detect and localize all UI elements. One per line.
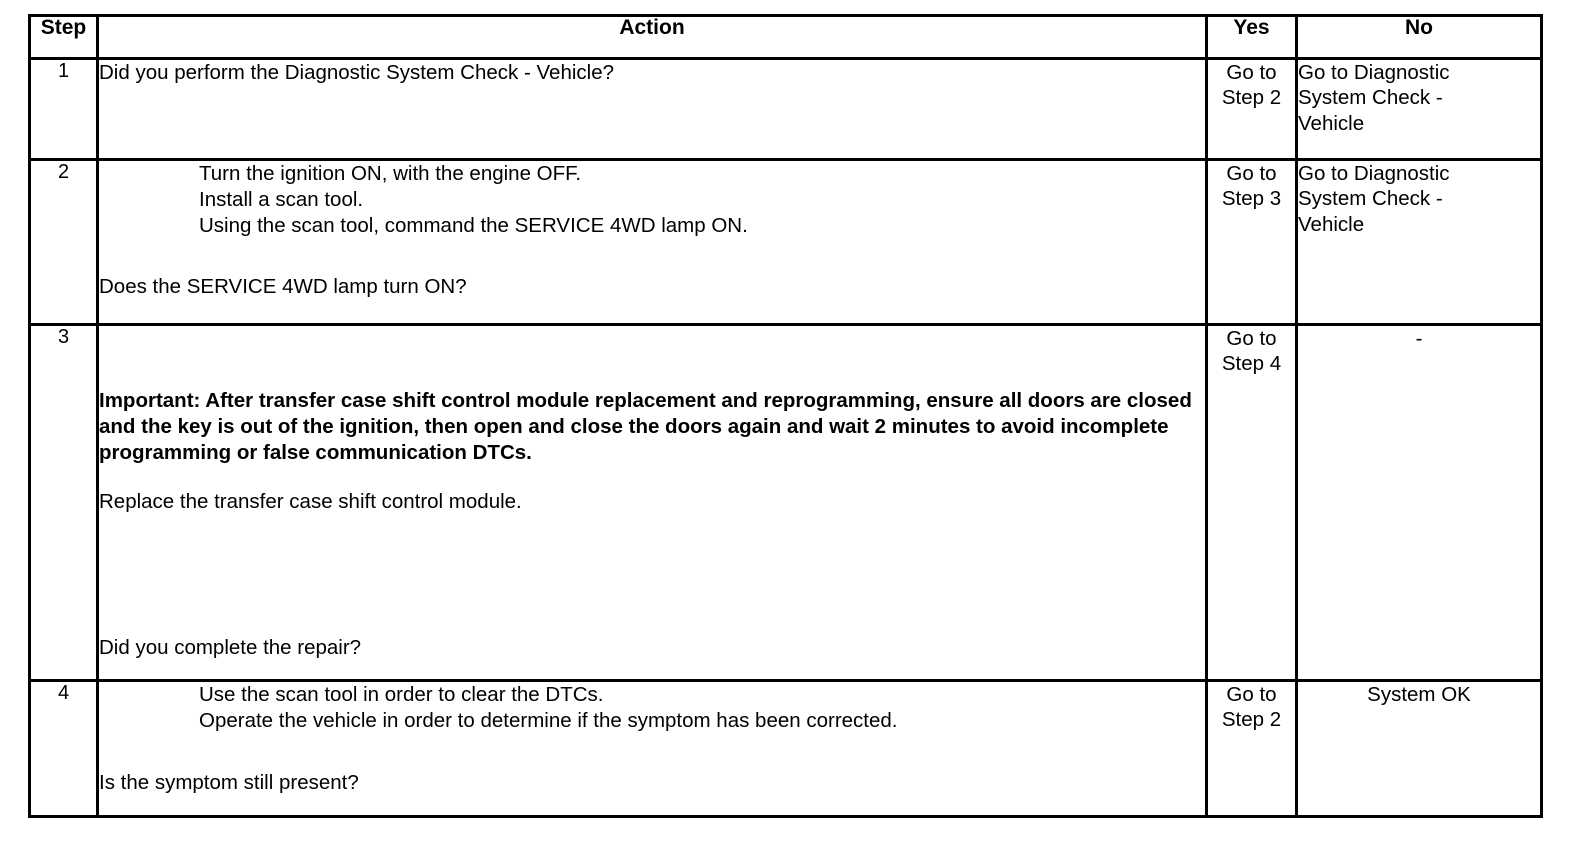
yes-cell: Go to Step 2 [1205, 679, 1298, 818]
no-line: System Check - [1298, 187, 1443, 211]
yes-line: Go to [1226, 162, 1277, 185]
action-cell: Turn the ignition ON, with the engine OF… [96, 158, 1208, 326]
spacer [99, 465, 1205, 489]
table-row: 3 Important: After transfer case shift c… [28, 323, 1543, 682]
no-line: Go to Diagnostic [1298, 61, 1450, 84]
yes-cell: Go to Step 3 [1205, 158, 1298, 326]
action-line: Replace the transfer case shift control … [99, 490, 522, 514]
step-number-cell: 4 [28, 679, 99, 818]
yes-line: Go to [1226, 61, 1277, 84]
yes-line: Step 2 [1221, 86, 1282, 110]
spacer [99, 326, 1205, 388]
action-line: Operate the vehicle in order to determin… [199, 708, 898, 732]
spacer [99, 515, 1205, 635]
yes-line: Go to [1226, 683, 1277, 706]
yes-line: Go to [1226, 327, 1277, 350]
table-row: 2 Turn the ignition ON, with the engine … [28, 158, 1543, 326]
action-line: Did you perform the Diagnostic System Ch… [99, 61, 615, 84]
action-cell: Did you perform the Diagnostic System Ch… [96, 57, 1208, 161]
step-number-cell: 2 [28, 158, 99, 326]
action-line: Does the SERVICE 4WD lamp turn ON? [99, 275, 467, 299]
no-cell: Go to Diagnostic System Check - Vehicle [1295, 158, 1543, 326]
no-line: Vehicle [1298, 212, 1365, 236]
no-line: System OK [1367, 683, 1471, 706]
diagnostic-step-table: Step Action Yes No 1 Did you perform the… [28, 14, 1543, 818]
column-header-yes: Yes [1205, 14, 1298, 60]
spacer [99, 238, 1205, 274]
yes-line: Step 3 [1221, 187, 1282, 211]
no-line: Vehicle [1298, 111, 1365, 135]
no-cell: - [1295, 323, 1543, 682]
table-header-row: Step Action Yes No [28, 14, 1543, 60]
action-line: Turn the ignition ON, with the engine OF… [199, 162, 582, 185]
yes-line: Step 2 [1221, 708, 1282, 732]
action-line: Did you complete the repair? [99, 636, 362, 660]
action-line: Using the scan tool, command the SERVICE… [199, 213, 748, 237]
action-line: Use the scan tool in order to clear the … [199, 683, 604, 706]
no-line: System Check - [1298, 86, 1443, 110]
column-header-action: Action [96, 14, 1208, 60]
table-header: Step Action Yes No [28, 14, 1543, 60]
table-row: 4 Use the scan tool in order to clear th… [28, 679, 1543, 818]
no-cell: System OK [1295, 679, 1543, 818]
column-header-no: No [1295, 14, 1543, 60]
action-line: Install a scan tool. [199, 187, 364, 211]
action-cell: Important: After transfer case shift con… [96, 323, 1208, 682]
step-number-cell: 1 [28, 57, 99, 161]
action-cell: Use the scan tool in order to clear the … [96, 679, 1208, 818]
yes-cell: Go to Step 2 [1205, 57, 1298, 161]
no-line: - [1415, 327, 1423, 350]
step-number-cell: 3 [28, 323, 99, 682]
action-line: Is the symptom still present? [99, 770, 359, 794]
no-line: Go to Diagnostic [1298, 162, 1450, 185]
table-row: 1 Did you perform the Diagnostic System … [28, 57, 1543, 161]
yes-cell: Go to Step 4 [1205, 323, 1298, 682]
spacer [99, 734, 1205, 770]
action-important-note: Important: After transfer case shift con… [99, 389, 1198, 464]
column-header-step: Step [28, 14, 99, 60]
no-cell: Go to Diagnostic System Check - Vehicle [1295, 57, 1543, 161]
yes-line: Step 4 [1221, 352, 1282, 376]
table-body: 1 Did you perform the Diagnostic System … [28, 57, 1543, 818]
